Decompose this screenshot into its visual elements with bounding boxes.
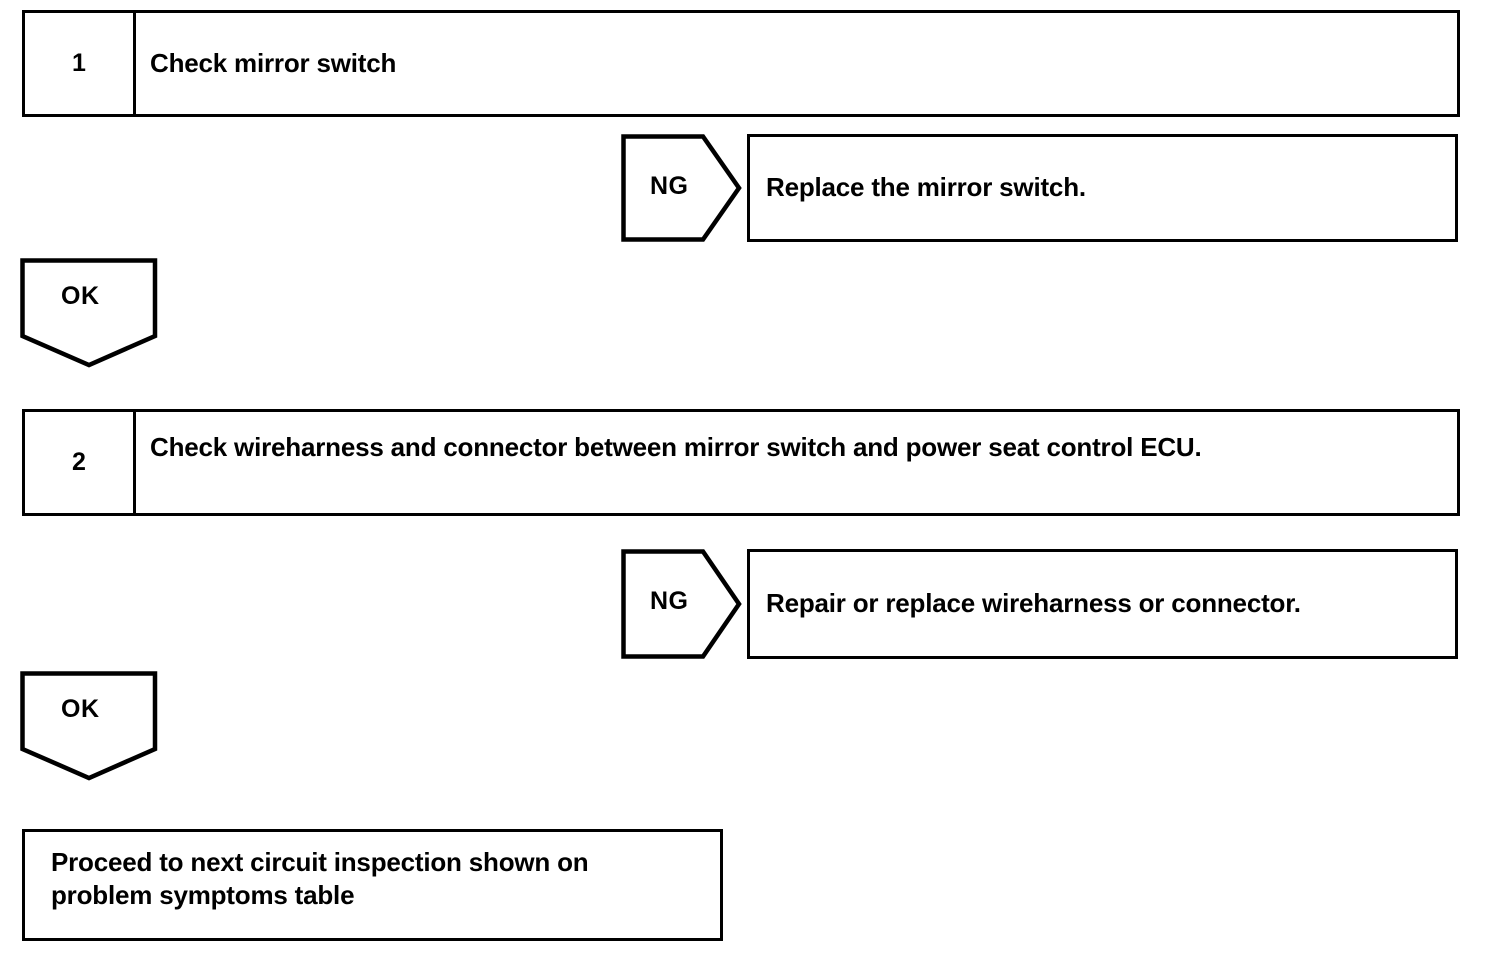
- branch-tag-ng-2-label: NG: [650, 587, 689, 615]
- step-box-1: 1 Check mirror switch: [22, 10, 1460, 117]
- result-box-ng-2: Repair or replace wireharness or connect…: [747, 549, 1458, 659]
- step-box-2: 2 Check wireharness and connector betwee…: [22, 409, 1460, 516]
- branch-tag-ok-2-label: OK: [61, 695, 100, 723]
- result-box-ng-1: Replace the mirror switch.: [747, 134, 1458, 242]
- branch-tag-ok-1-label: OK: [61, 282, 100, 310]
- branch-tag-ok-2: OK: [20, 671, 160, 783]
- ng-arrow-icon: [621, 549, 742, 659]
- ng-arrow-icon: [621, 134, 742, 242]
- ok-arrow-icon: [20, 258, 158, 368]
- step-text-2: Check wireharness and connector between …: [150, 432, 1202, 462]
- ok-arrow-icon: [20, 671, 158, 781]
- final-outcome-line-2: problem symptoms table: [51, 879, 355, 910]
- step-number-1: 1: [25, 13, 136, 114]
- step-number-2: 2: [25, 412, 136, 513]
- final-outcome-line-1: Proceed to next circuit inspection shown…: [51, 847, 589, 877]
- branch-tag-ng-1-label: NG: [650, 172, 689, 200]
- step-text-1: Check mirror switch: [150, 47, 397, 78]
- branch-tag-ng-1: NG: [621, 134, 743, 242]
- final-outcome-box: Proceed to next circuit inspection shown…: [22, 829, 723, 941]
- branch-tag-ng-2: NG: [621, 549, 743, 659]
- branch-tag-ok-1: OK: [20, 258, 160, 370]
